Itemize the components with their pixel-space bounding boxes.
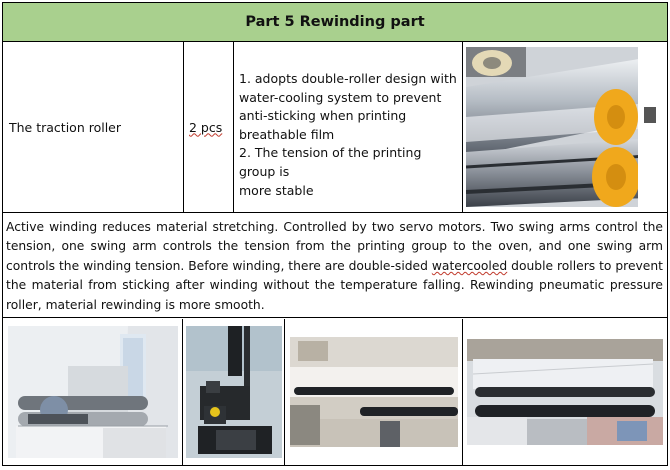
feature-line: 1. adopts double-roller design with [239,71,457,86]
feature-line: anti-sticking when printing [239,108,407,124]
component-name-cell: The traction roller [3,42,184,212]
section-header: Part 5 Rewinding part [3,3,667,42]
component-row: The traction roller 2 pcs 1. adopts doub… [3,42,667,213]
pressure-roller-photo-cell [285,319,463,465]
features-cell: 1. adopts double-roller design with wate… [234,42,463,212]
description-text: Active winding reduces material stretchi… [6,220,663,273]
traction-roller-photo [466,47,664,207]
description-paragraph: Active winding reduces material stretchi… [3,213,667,318]
description-text-flagged: watercooled [431,258,508,273]
pressure-roller-photo [289,337,458,447]
photo-row [3,319,667,465]
section-title: Part 5 Rewinding part [245,14,425,30]
traction-roller-photo-cell [463,42,667,212]
rewinder-photo [467,339,663,445]
feature-line: water-cooling system to prevent [239,89,442,105]
machine-photo-cell [3,319,183,465]
feature-line: 2. The tension of the printing group is [239,145,422,179]
rewinding-machine-photo [7,326,178,458]
quantity-cell: 2 pcs [184,42,234,212]
component-quantity: 2 pcs [189,119,223,135]
component-name: The traction roller [9,119,121,135]
feature-line: breathable film [239,126,335,142]
servo-motor-photo-cell [183,319,285,465]
servo-motor-photo [185,326,282,458]
description-text: double rollers to prevent the material f… [6,258,663,312]
feature-line: more stable [239,182,314,198]
rewinder-photo-cell [463,319,667,465]
